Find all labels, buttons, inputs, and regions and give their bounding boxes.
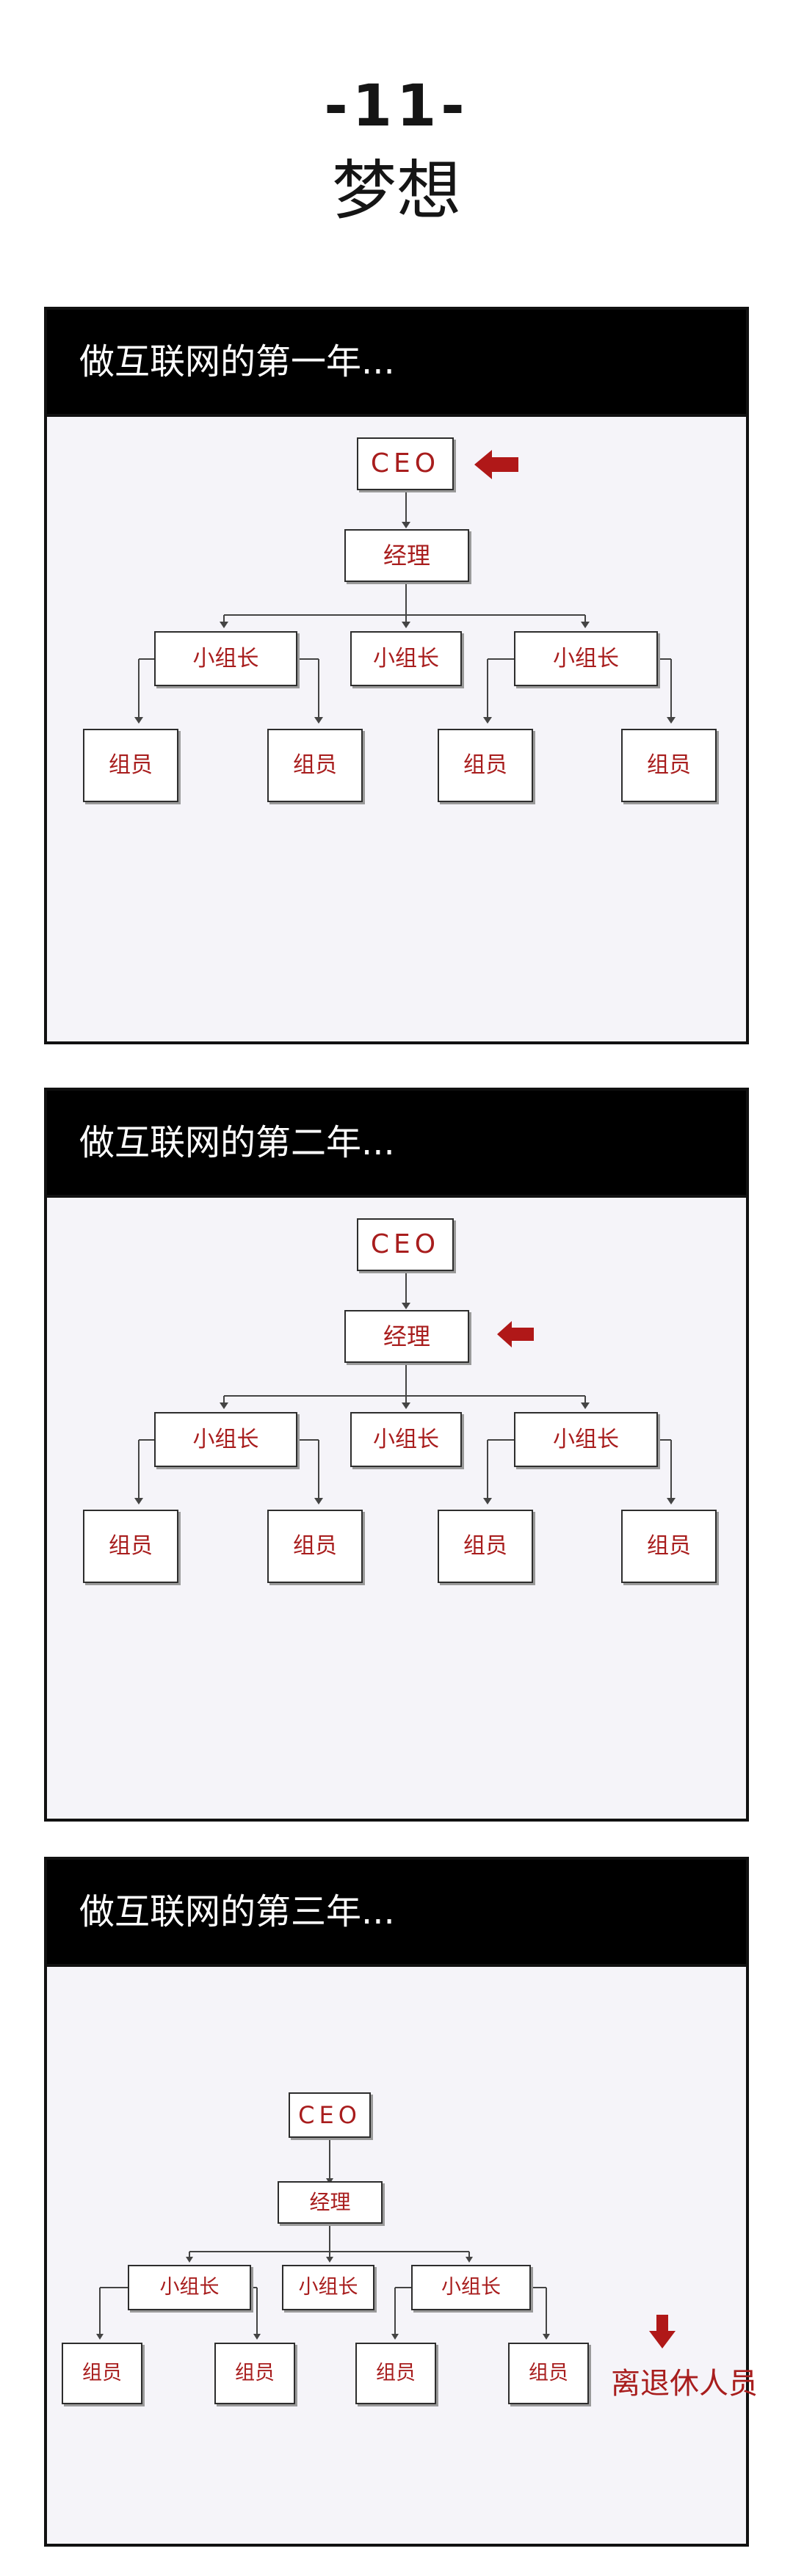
ceo-node: CEO bbox=[357, 1218, 454, 1271]
team-lead-node: 小组长 bbox=[128, 2265, 251, 2310]
team-lead-node: 小组长 bbox=[514, 1412, 658, 1467]
team-lead-node: 小组长 bbox=[411, 2265, 531, 2310]
chapter-number: -11- bbox=[324, 73, 469, 139]
member-node: 组员 bbox=[214, 2343, 295, 2404]
member-node: 组员 bbox=[621, 1510, 717, 1583]
team-lead-node: 小组长 bbox=[282, 2265, 374, 2310]
retired-staff-note: 离退休人员 bbox=[611, 2367, 758, 2401]
panel-caption: 做互联网的第三年... bbox=[47, 1860, 746, 1964]
manager-node: 经理 bbox=[278, 2181, 383, 2224]
org-chart: CEO 经理 小组长 小组长 小组长 组员 组员 组员 组员 离退休人员 bbox=[47, 1964, 758, 2544]
member-node: 组员 bbox=[267, 1510, 363, 1583]
manager-node: 经理 bbox=[344, 1310, 469, 1363]
member-node: 组员 bbox=[355, 2343, 436, 2404]
left-arrow-icon bbox=[497, 1321, 534, 1347]
member-node: 组员 bbox=[83, 1510, 178, 1583]
org-chart-connectors bbox=[134, 1268, 676, 1505]
member-node: 组员 bbox=[438, 1510, 533, 1583]
team-lead-node: 小组长 bbox=[154, 1412, 297, 1467]
panel-year-3: 做互联网的第三年... bbox=[44, 1857, 758, 2547]
manager-node: 经理 bbox=[344, 529, 469, 582]
member-node: 组员 bbox=[508, 2343, 589, 2404]
org-chart-connectors bbox=[96, 2136, 550, 2340]
member-node: 组员 bbox=[267, 729, 363, 802]
chapter-title: 梦想 bbox=[331, 153, 461, 228]
panel-caption: 做互联网的第一年... bbox=[47, 310, 746, 414]
panel-year-1: 做互联网的第一年... bbox=[44, 307, 749, 1044]
panel-year-2: 做互联网的第二年... bbox=[44, 1088, 749, 1822]
member-node: 组员 bbox=[83, 729, 178, 802]
left-arrow-icon bbox=[474, 450, 518, 479]
team-lead-node: 小组长 bbox=[514, 631, 658, 686]
org-chart: CEO 经理 小组长 小组长 小组长 组员 组员 组员 组员 bbox=[47, 1195, 746, 1819]
team-lead-node: 小组长 bbox=[154, 631, 297, 686]
ceo-node: CEO bbox=[357, 437, 454, 490]
member-node: 组员 bbox=[62, 2343, 142, 2404]
member-node: 组员 bbox=[621, 729, 717, 802]
team-lead-node: 小组长 bbox=[350, 631, 462, 686]
down-arrow-icon bbox=[649, 2315, 676, 2348]
ceo-node: CEO bbox=[289, 2092, 371, 2138]
member-node: 组员 bbox=[438, 729, 533, 802]
panel-caption: 做互联网的第二年... bbox=[47, 1091, 746, 1195]
team-lead-node: 小组长 bbox=[350, 1412, 462, 1467]
org-chart: CEO 经理 小组长 小组长 小组长 组员 组员 组员 组员 bbox=[47, 414, 746, 1041]
